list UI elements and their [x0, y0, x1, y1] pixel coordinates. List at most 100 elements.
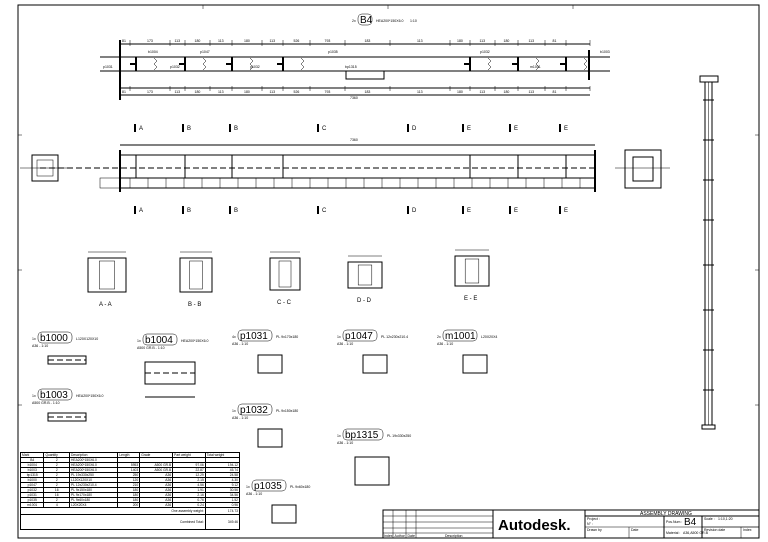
bom-cell: A36	[139, 477, 174, 483]
section-marker-label: E	[467, 208, 471, 214]
bom-total-label: One assembly weight:	[20, 507, 206, 515]
part-qty: 2x	[437, 335, 441, 339]
material-value: A36,A500 GR.B	[683, 531, 709, 535]
bom-cell: 34.56	[204, 492, 241, 498]
bom-cell: A36	[139, 492, 174, 498]
section-title: C - C	[277, 300, 292, 306]
section-marker: C	[317, 206, 327, 214]
dimension-label: 173	[147, 39, 153, 43]
title-block: Index Author Date Description Autodesk. …	[382, 509, 760, 539]
section-marker-label: E	[514, 126, 518, 132]
dimension-label: 180	[457, 90, 463, 94]
section-marker-label: E	[564, 208, 568, 214]
break-symbol	[249, 57, 254, 71]
bom-header: Mark	[19, 452, 45, 458]
bom-total-label: Combined Total:	[20, 514, 206, 530]
part-description: PL 9x170x180	[276, 335, 298, 339]
part-callout: p1035	[328, 50, 338, 54]
bom-cell: PL 9x170x180	[69, 492, 119, 498]
section-marker: E	[509, 124, 518, 132]
part-qty: 1x	[337, 434, 341, 438]
bom-cell: A500 GR.B	[139, 462, 174, 468]
bom-cell: HEA200*150X6.0	[69, 457, 119, 463]
stiffener	[179, 57, 207, 71]
stiffener	[130, 57, 158, 71]
dimension-label: 180	[457, 39, 463, 43]
dimension-label: 526	[294, 90, 300, 94]
revision-date-label: Revision date	[704, 528, 725, 532]
dimension-label: 113	[218, 39, 224, 43]
part-material-scale: A500 GR.B - 1:10	[137, 346, 165, 350]
dimension-label: 81	[122, 90, 126, 94]
rev-header-date: Date	[408, 534, 415, 538]
section-marker-label: C	[322, 126, 327, 132]
part-mark: p1047	[345, 331, 373, 342]
section-marker-label: E	[514, 208, 518, 214]
assembly-profile: HEA200*150X6.0	[376, 19, 403, 23]
part-description: PL 19x330x250	[387, 434, 411, 438]
part-mark: bp1315	[345, 430, 379, 441]
bom-header: Description	[69, 452, 119, 458]
stiffener	[512, 57, 540, 71]
dimension-label: 81	[122, 39, 126, 43]
section-marker-label: E	[564, 126, 568, 132]
assembly-scale: 1:10	[410, 19, 417, 23]
part-mark: b1003	[40, 390, 68, 401]
part-description: PL 9x60x180	[290, 485, 310, 489]
bom-cell: bp1315	[19, 472, 45, 478]
bom-cell	[139, 457, 174, 463]
section-marker-label: A	[139, 208, 143, 214]
bom-cell: A36	[139, 497, 174, 503]
section-marker: E	[462, 124, 471, 132]
part-mark: m1001	[445, 331, 476, 342]
dimension-label: 81	[553, 90, 557, 94]
part-callout: p1031	[103, 65, 113, 69]
dimension-label: 113	[417, 39, 423, 43]
frame-ticks	[18, 5, 759, 406]
section-marker: A	[134, 124, 143, 132]
bom-cell: 4.30	[204, 477, 241, 483]
bom-cell: PL 9x60x180	[69, 497, 119, 503]
part-material-scale: A36 - 1:10	[437, 342, 453, 346]
bom-cell: A500 GR.B	[139, 467, 174, 473]
dimension-label: 113	[529, 39, 535, 43]
break-symbol	[583, 57, 588, 71]
pos-value: B4	[684, 517, 697, 528]
part-qty: 1x	[137, 339, 141, 343]
section-marker: E	[462, 206, 471, 214]
bom-cell: p1035	[19, 497, 45, 503]
dimension-label: 113	[480, 39, 486, 43]
dimension-label: 113	[270, 90, 276, 94]
date-label: Date	[631, 528, 638, 532]
part-qty: 1x	[246, 485, 250, 489]
dimension-label: 113	[480, 90, 486, 94]
part-material-scale: A500 GR.B - 1:10	[32, 401, 60, 405]
rev-header-index: Index	[384, 534, 393, 538]
section-marker-label: B	[187, 126, 191, 132]
stiffener	[226, 57, 254, 71]
section-marker: C	[317, 124, 327, 132]
rev-header-description: Description	[445, 534, 463, 538]
section-marker-label: E	[467, 126, 471, 132]
bom-cell: HEA200*150X6.0	[69, 462, 119, 468]
bom-cell: A36	[139, 472, 174, 478]
part-description: L120X120X10	[76, 337, 98, 341]
assembly-header: 2x B4 HEA200*150X6.0 1:10	[352, 13, 417, 26]
beam-plan: 7360	[40, 138, 596, 192]
dimension-label: 113	[175, 90, 181, 94]
bom-cell: b1004	[19, 462, 45, 468]
bom-cell: A36	[139, 487, 174, 493]
part-description: PL 9x150x180	[276, 409, 298, 413]
